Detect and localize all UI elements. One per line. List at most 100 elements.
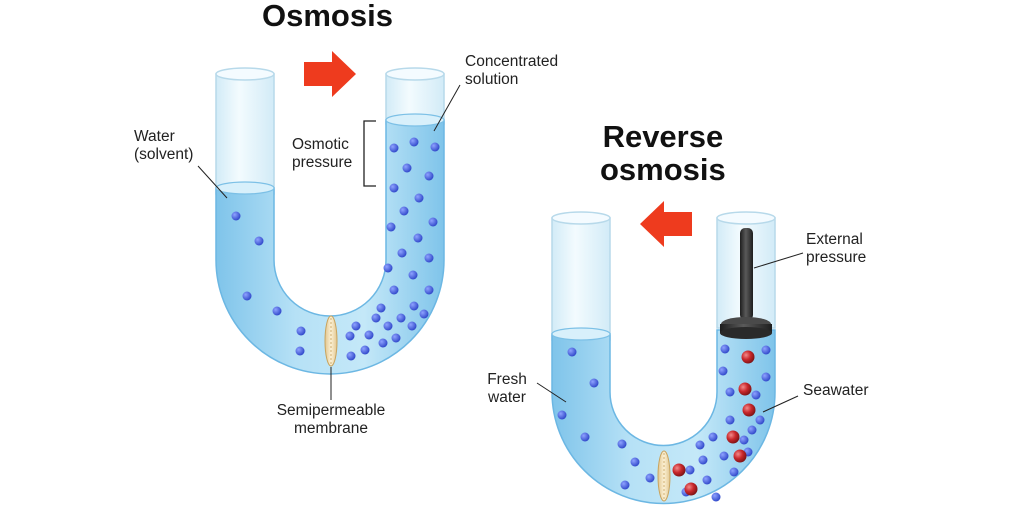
label-fresh-line2: water bbox=[488, 389, 526, 407]
solute-particle bbox=[424, 171, 434, 181]
leader-external-pressure bbox=[753, 252, 804, 269]
ro-left-tube-rim bbox=[551, 211, 611, 225]
solute-particle bbox=[399, 206, 409, 216]
solute-particle bbox=[567, 347, 577, 357]
solute-particle bbox=[414, 193, 424, 203]
label-concentrated-line1: Concentrated bbox=[465, 53, 559, 70]
solute-particle bbox=[383, 321, 393, 331]
solute-particle bbox=[711, 492, 721, 502]
solute-particle bbox=[430, 142, 440, 152]
ro-left-water-surface bbox=[551, 327, 611, 341]
solute-particle bbox=[720, 344, 730, 354]
solute-particle bbox=[386, 222, 396, 232]
solute-particle bbox=[346, 351, 356, 361]
solute-particle bbox=[409, 137, 419, 147]
label-water-line2: (solvent) bbox=[134, 146, 194, 164]
ro-solute-particles bbox=[557, 344, 771, 502]
solute-particle bbox=[364, 330, 374, 340]
label-osmotic-line2: pressure bbox=[292, 154, 353, 172]
salt-particle bbox=[738, 382, 752, 396]
leader-concentrated bbox=[433, 84, 461, 132]
solute-particle bbox=[296, 326, 306, 336]
solute-particle bbox=[589, 378, 599, 388]
salt-particle bbox=[742, 403, 756, 417]
left-tube-rim bbox=[215, 67, 275, 81]
solute-particle bbox=[295, 346, 305, 356]
solute-particle bbox=[376, 303, 386, 313]
salt-particle bbox=[741, 350, 755, 364]
label-membrane-line1: Semipermeable bbox=[276, 402, 386, 419]
label-external-pressure: External pressure bbox=[806, 231, 866, 268]
solute-particle bbox=[702, 475, 712, 485]
osmosis-membrane bbox=[324, 315, 338, 367]
solute-particle bbox=[409, 301, 419, 311]
osmosis-arrow bbox=[304, 51, 356, 97]
label-concentrated-solution: Concentrated solution bbox=[465, 53, 558, 90]
solute-particle bbox=[761, 345, 771, 355]
label-fresh-water: Fresh water bbox=[479, 371, 535, 408]
reverse-osmosis-title-line2: osmosis bbox=[600, 152, 726, 188]
solute-particle bbox=[397, 248, 407, 258]
salt-particle bbox=[684, 482, 698, 496]
solute-particle bbox=[413, 233, 423, 243]
label-concentrated-line2: solution bbox=[465, 71, 519, 89]
solute-particle bbox=[617, 439, 627, 449]
solute-particle bbox=[272, 306, 282, 316]
reverse-osmosis-title-line1: Reverse bbox=[602, 119, 724, 154]
solute-particle bbox=[725, 415, 735, 425]
leader-fresh-water bbox=[536, 382, 567, 403]
salt-particle bbox=[726, 430, 740, 444]
solute-particle bbox=[747, 425, 757, 435]
solute-particle bbox=[557, 410, 567, 420]
left-water-surface bbox=[215, 181, 275, 195]
label-seawater: Seawater bbox=[803, 382, 869, 399]
solute-particle bbox=[408, 270, 418, 280]
solute-particle bbox=[755, 415, 765, 425]
salt-particle bbox=[672, 463, 686, 477]
ro-right-tube-rim bbox=[716, 211, 776, 225]
solute-particle bbox=[419, 309, 429, 319]
label-external-line2: pressure bbox=[806, 249, 867, 267]
solute-particle bbox=[389, 143, 399, 153]
osmosis-u-tube bbox=[215, 67, 445, 375]
solute-particle bbox=[371, 313, 381, 323]
left-tube-glass bbox=[215, 73, 275, 195]
solute-particle bbox=[630, 457, 640, 467]
label-osmotic-pressure: Osmotic pressure bbox=[292, 136, 352, 173]
solute-particle bbox=[645, 473, 655, 483]
label-water-solvent: Water (solvent) bbox=[134, 128, 193, 165]
solute-particle bbox=[698, 455, 708, 465]
solute-particle bbox=[580, 432, 590, 442]
solute-particle bbox=[360, 345, 370, 355]
label-fresh-line1: Fresh bbox=[487, 371, 527, 388]
label-water-line1: Water bbox=[134, 128, 175, 145]
solute-particle bbox=[761, 372, 771, 382]
salt-particle bbox=[733, 449, 747, 463]
solute-particle bbox=[620, 480, 630, 490]
solute-particle bbox=[345, 331, 355, 341]
solute-particle bbox=[389, 285, 399, 295]
osmosis-solute-particles bbox=[231, 137, 440, 361]
reverse-osmosis-title: Reverse osmosis bbox=[600, 120, 726, 187]
piston-rod bbox=[740, 228, 753, 320]
solute-particle bbox=[351, 321, 361, 331]
piston-cap-bottom bbox=[720, 327, 772, 339]
solute-particle bbox=[719, 451, 729, 461]
solute-particle bbox=[389, 183, 399, 193]
label-membrane-line2: membrane bbox=[293, 420, 369, 438]
solute-particle bbox=[391, 333, 401, 343]
solute-particle bbox=[231, 211, 241, 221]
solute-particle bbox=[739, 435, 749, 445]
solute-particle bbox=[708, 432, 718, 442]
right-water-surface bbox=[385, 113, 445, 127]
solute-particle bbox=[254, 236, 264, 246]
solute-particle bbox=[695, 440, 705, 450]
ro-membrane bbox=[657, 450, 671, 502]
right-tube-rim bbox=[385, 67, 445, 81]
osmotic-pressure-bracket bbox=[363, 120, 376, 187]
osmosis-title: Osmosis bbox=[262, 0, 393, 33]
solute-particle bbox=[407, 321, 417, 331]
label-external-line1: External bbox=[806, 231, 863, 248]
